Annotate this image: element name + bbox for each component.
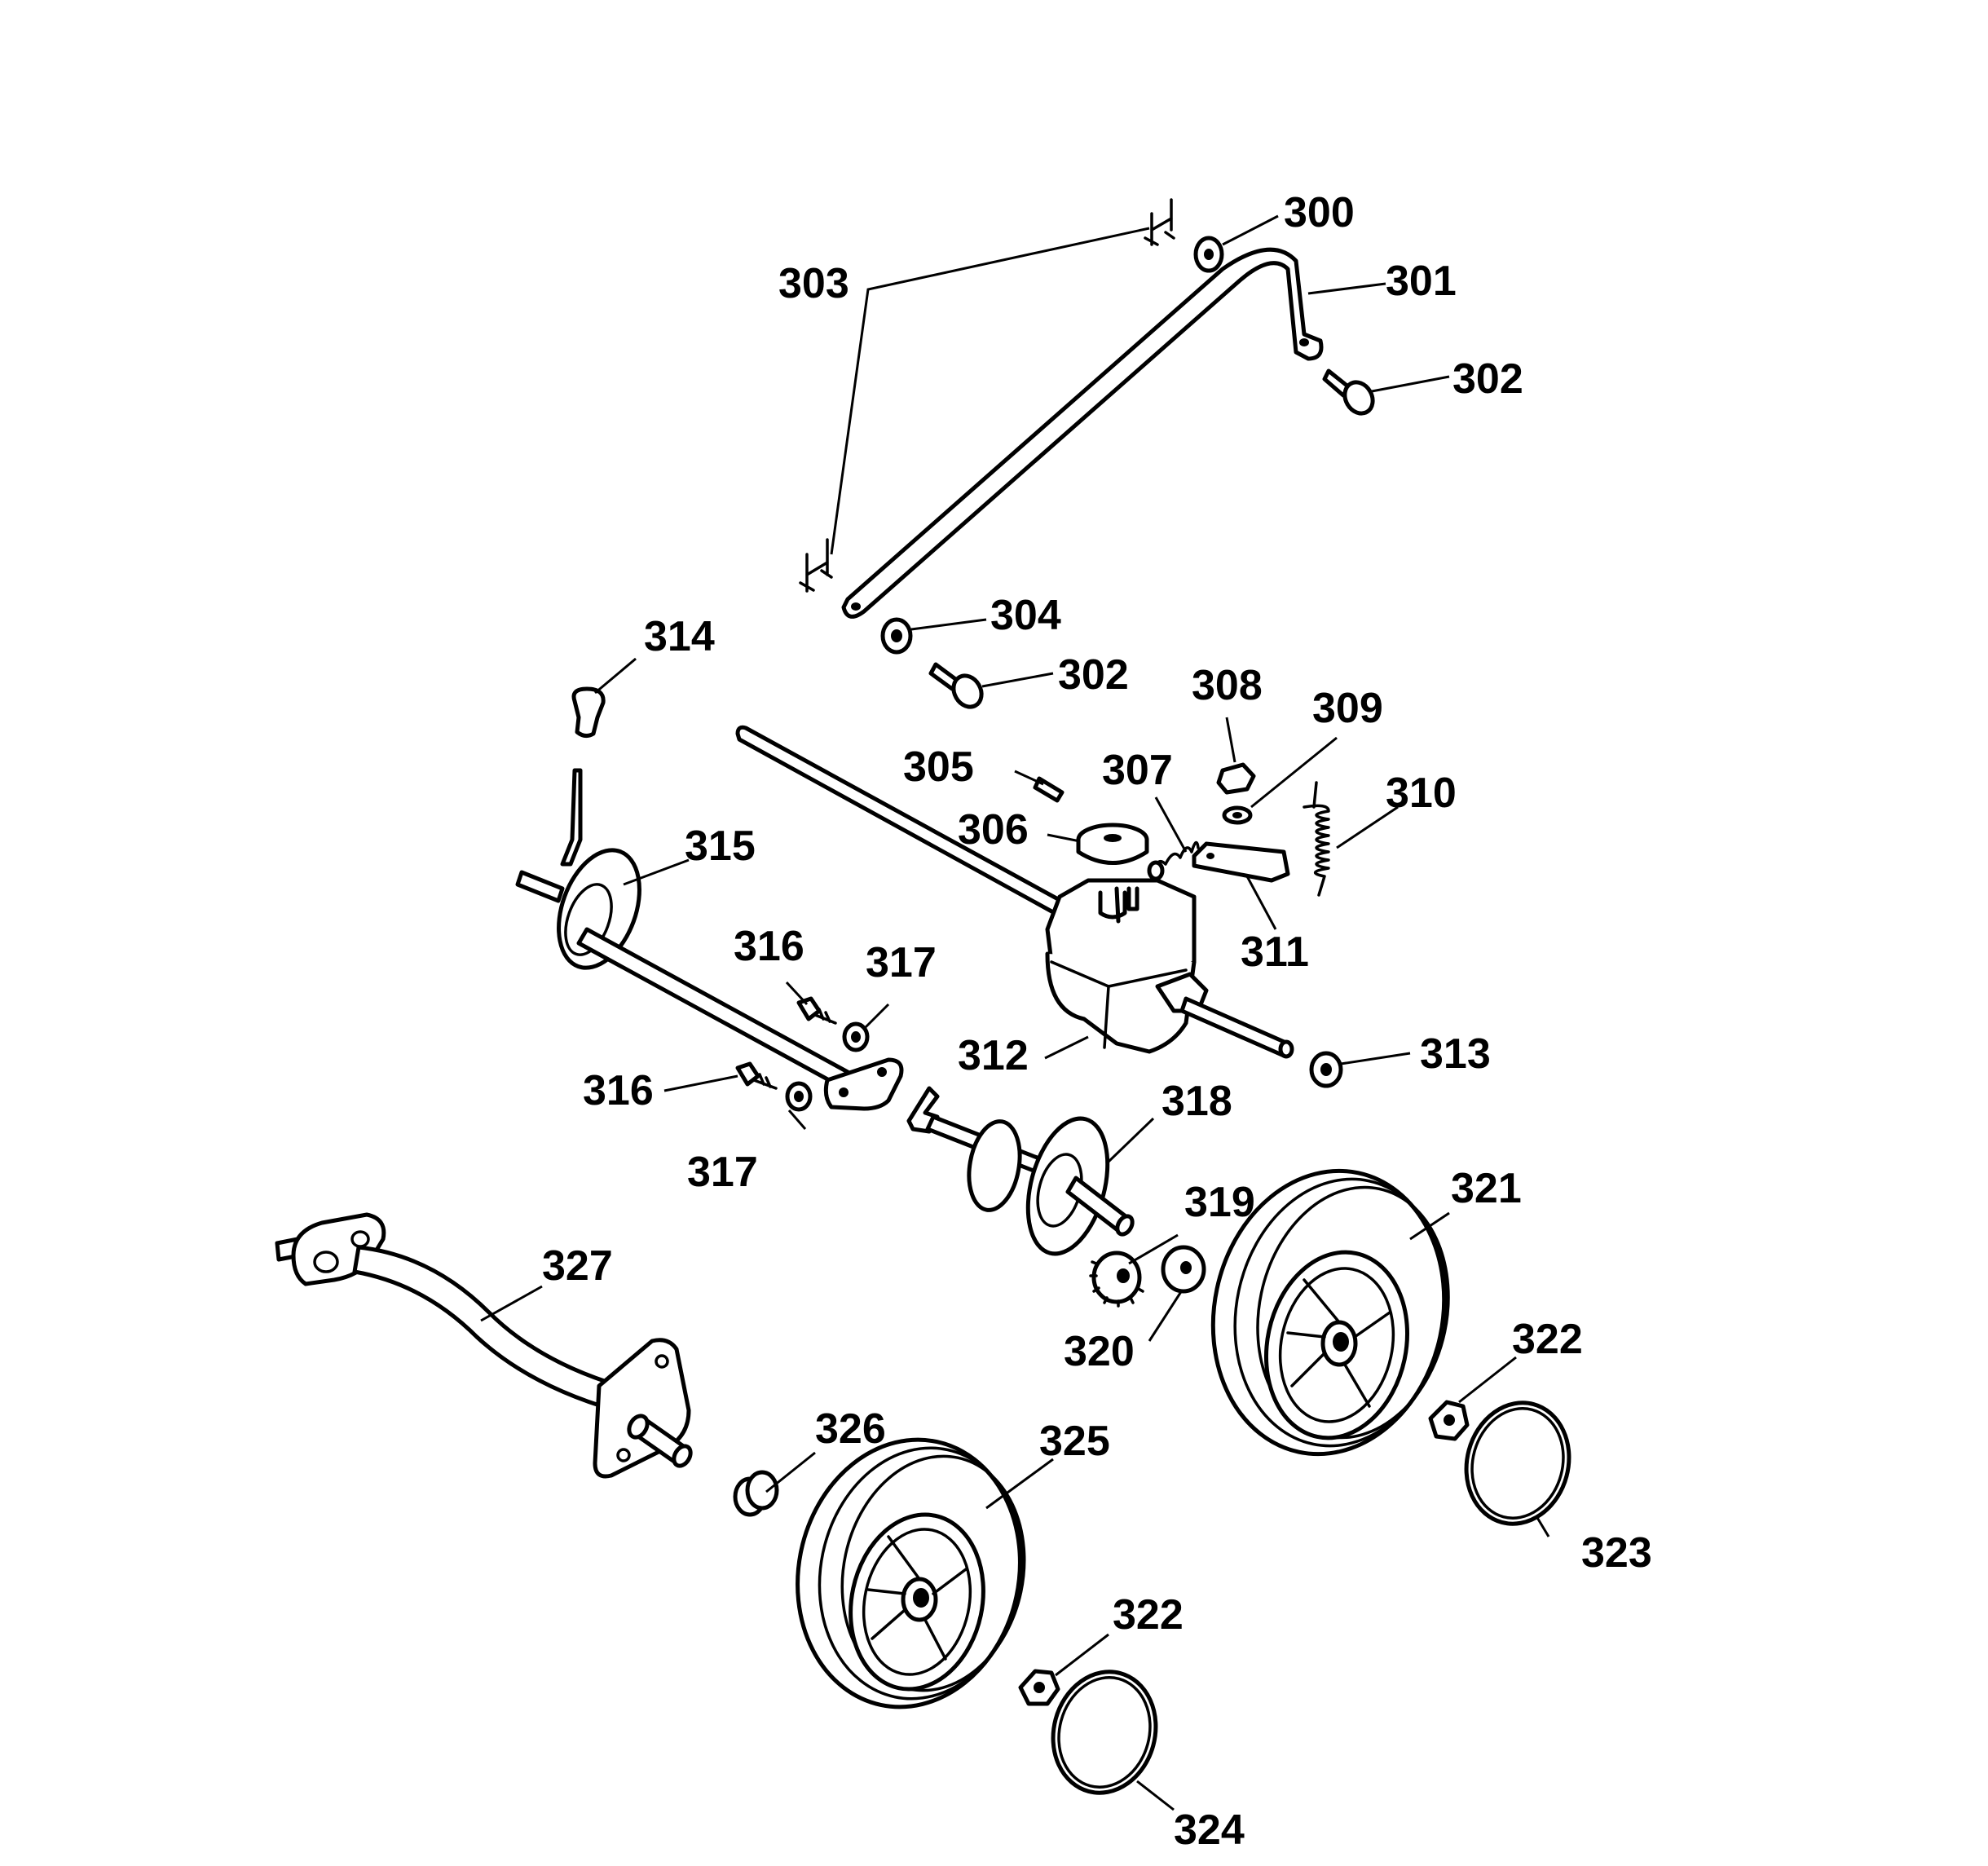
pulley-306 <box>1076 823 1149 865</box>
label-300: 300 <box>1284 189 1355 236</box>
label-319: 319 <box>1184 1179 1255 1226</box>
label-318: 318 <box>1162 1078 1232 1125</box>
label-324: 324 <box>1174 1806 1245 1854</box>
mounting-plate <box>823 1057 904 1111</box>
label-322: 322 <box>1512 1316 1583 1363</box>
clip-303-lower <box>799 538 833 593</box>
label-321: 321 <box>1451 1165 1522 1212</box>
washer-317-lower <box>785 1081 813 1112</box>
gearbox-312 <box>1045 878 1209 1054</box>
label-314: 314 <box>644 613 715 660</box>
rear-axle-327 <box>275 1212 693 1479</box>
label-305: 305 <box>903 743 974 791</box>
label-311: 311 <box>1241 929 1309 976</box>
gear-319 <box>1089 1251 1144 1308</box>
label-302: 302 <box>1058 651 1129 699</box>
spring-307 <box>1147 840 1200 881</box>
nut-322-lower <box>1018 1669 1060 1706</box>
label-312: 312 <box>958 1032 1029 1079</box>
label-301: 301 <box>1386 258 1457 305</box>
clip-303-upper <box>1144 198 1175 246</box>
label-316: 316 <box>583 1067 654 1114</box>
label-308: 308 <box>1192 662 1263 709</box>
label-315: 315 <box>685 823 756 870</box>
axle-318 <box>906 1086 1135 1256</box>
label-325: 325 <box>1039 1418 1110 1465</box>
spacer-326 <box>733 1470 779 1517</box>
label-316: 316 <box>734 923 804 970</box>
wheel-321 <box>1210 1168 1450 1457</box>
leader-lines <box>480 214 1550 1811</box>
part-labels: 300 301 302 303 304 302 314 308 309 305 … <box>542 189 1652 1854</box>
washer-320 <box>1161 1245 1206 1294</box>
label-306: 306 <box>958 806 1029 854</box>
label-302: 302 <box>1452 355 1523 403</box>
shaft-313 <box>1179 996 1294 1059</box>
washer-313 <box>1309 1051 1343 1088</box>
rod-301 <box>841 247 1324 619</box>
washer-300 <box>1193 236 1224 273</box>
washer-309 <box>1222 805 1253 825</box>
label-317: 317 <box>687 1149 758 1196</box>
lever-315 <box>515 768 850 1088</box>
label-309: 309 <box>1312 685 1383 732</box>
label-307: 307 <box>1102 747 1173 794</box>
washer-317-upper <box>842 1021 870 1052</box>
nut-322-upper <box>1428 1400 1470 1441</box>
hubcap-323 <box>1464 1401 1571 1526</box>
spring-310 <box>1303 781 1330 897</box>
label-327: 327 <box>542 1242 613 1290</box>
label-322: 322 <box>1113 1591 1184 1639</box>
label-304: 304 <box>990 592 1061 639</box>
knob-314 <box>571 686 606 739</box>
screw-316-upper <box>796 996 837 1025</box>
wheel-325 <box>796 1437 1026 1709</box>
label-313: 313 <box>1420 1030 1491 1078</box>
screw-316-lower <box>735 1061 778 1090</box>
label-320: 320 <box>1064 1328 1135 1375</box>
pin-302-lower <box>928 662 984 709</box>
label-323: 323 <box>1581 1529 1652 1577</box>
label-326: 326 <box>815 1405 886 1453</box>
washer-304 <box>880 617 913 655</box>
pin-302-upper <box>1322 368 1375 416</box>
hubcap-324 <box>1051 1670 1158 1795</box>
nut-308 <box>1216 762 1256 795</box>
label-317: 317 <box>866 939 937 986</box>
label-310: 310 <box>1386 770 1457 817</box>
label-303: 303 <box>778 260 849 307</box>
bracket-311 <box>1192 841 1290 883</box>
